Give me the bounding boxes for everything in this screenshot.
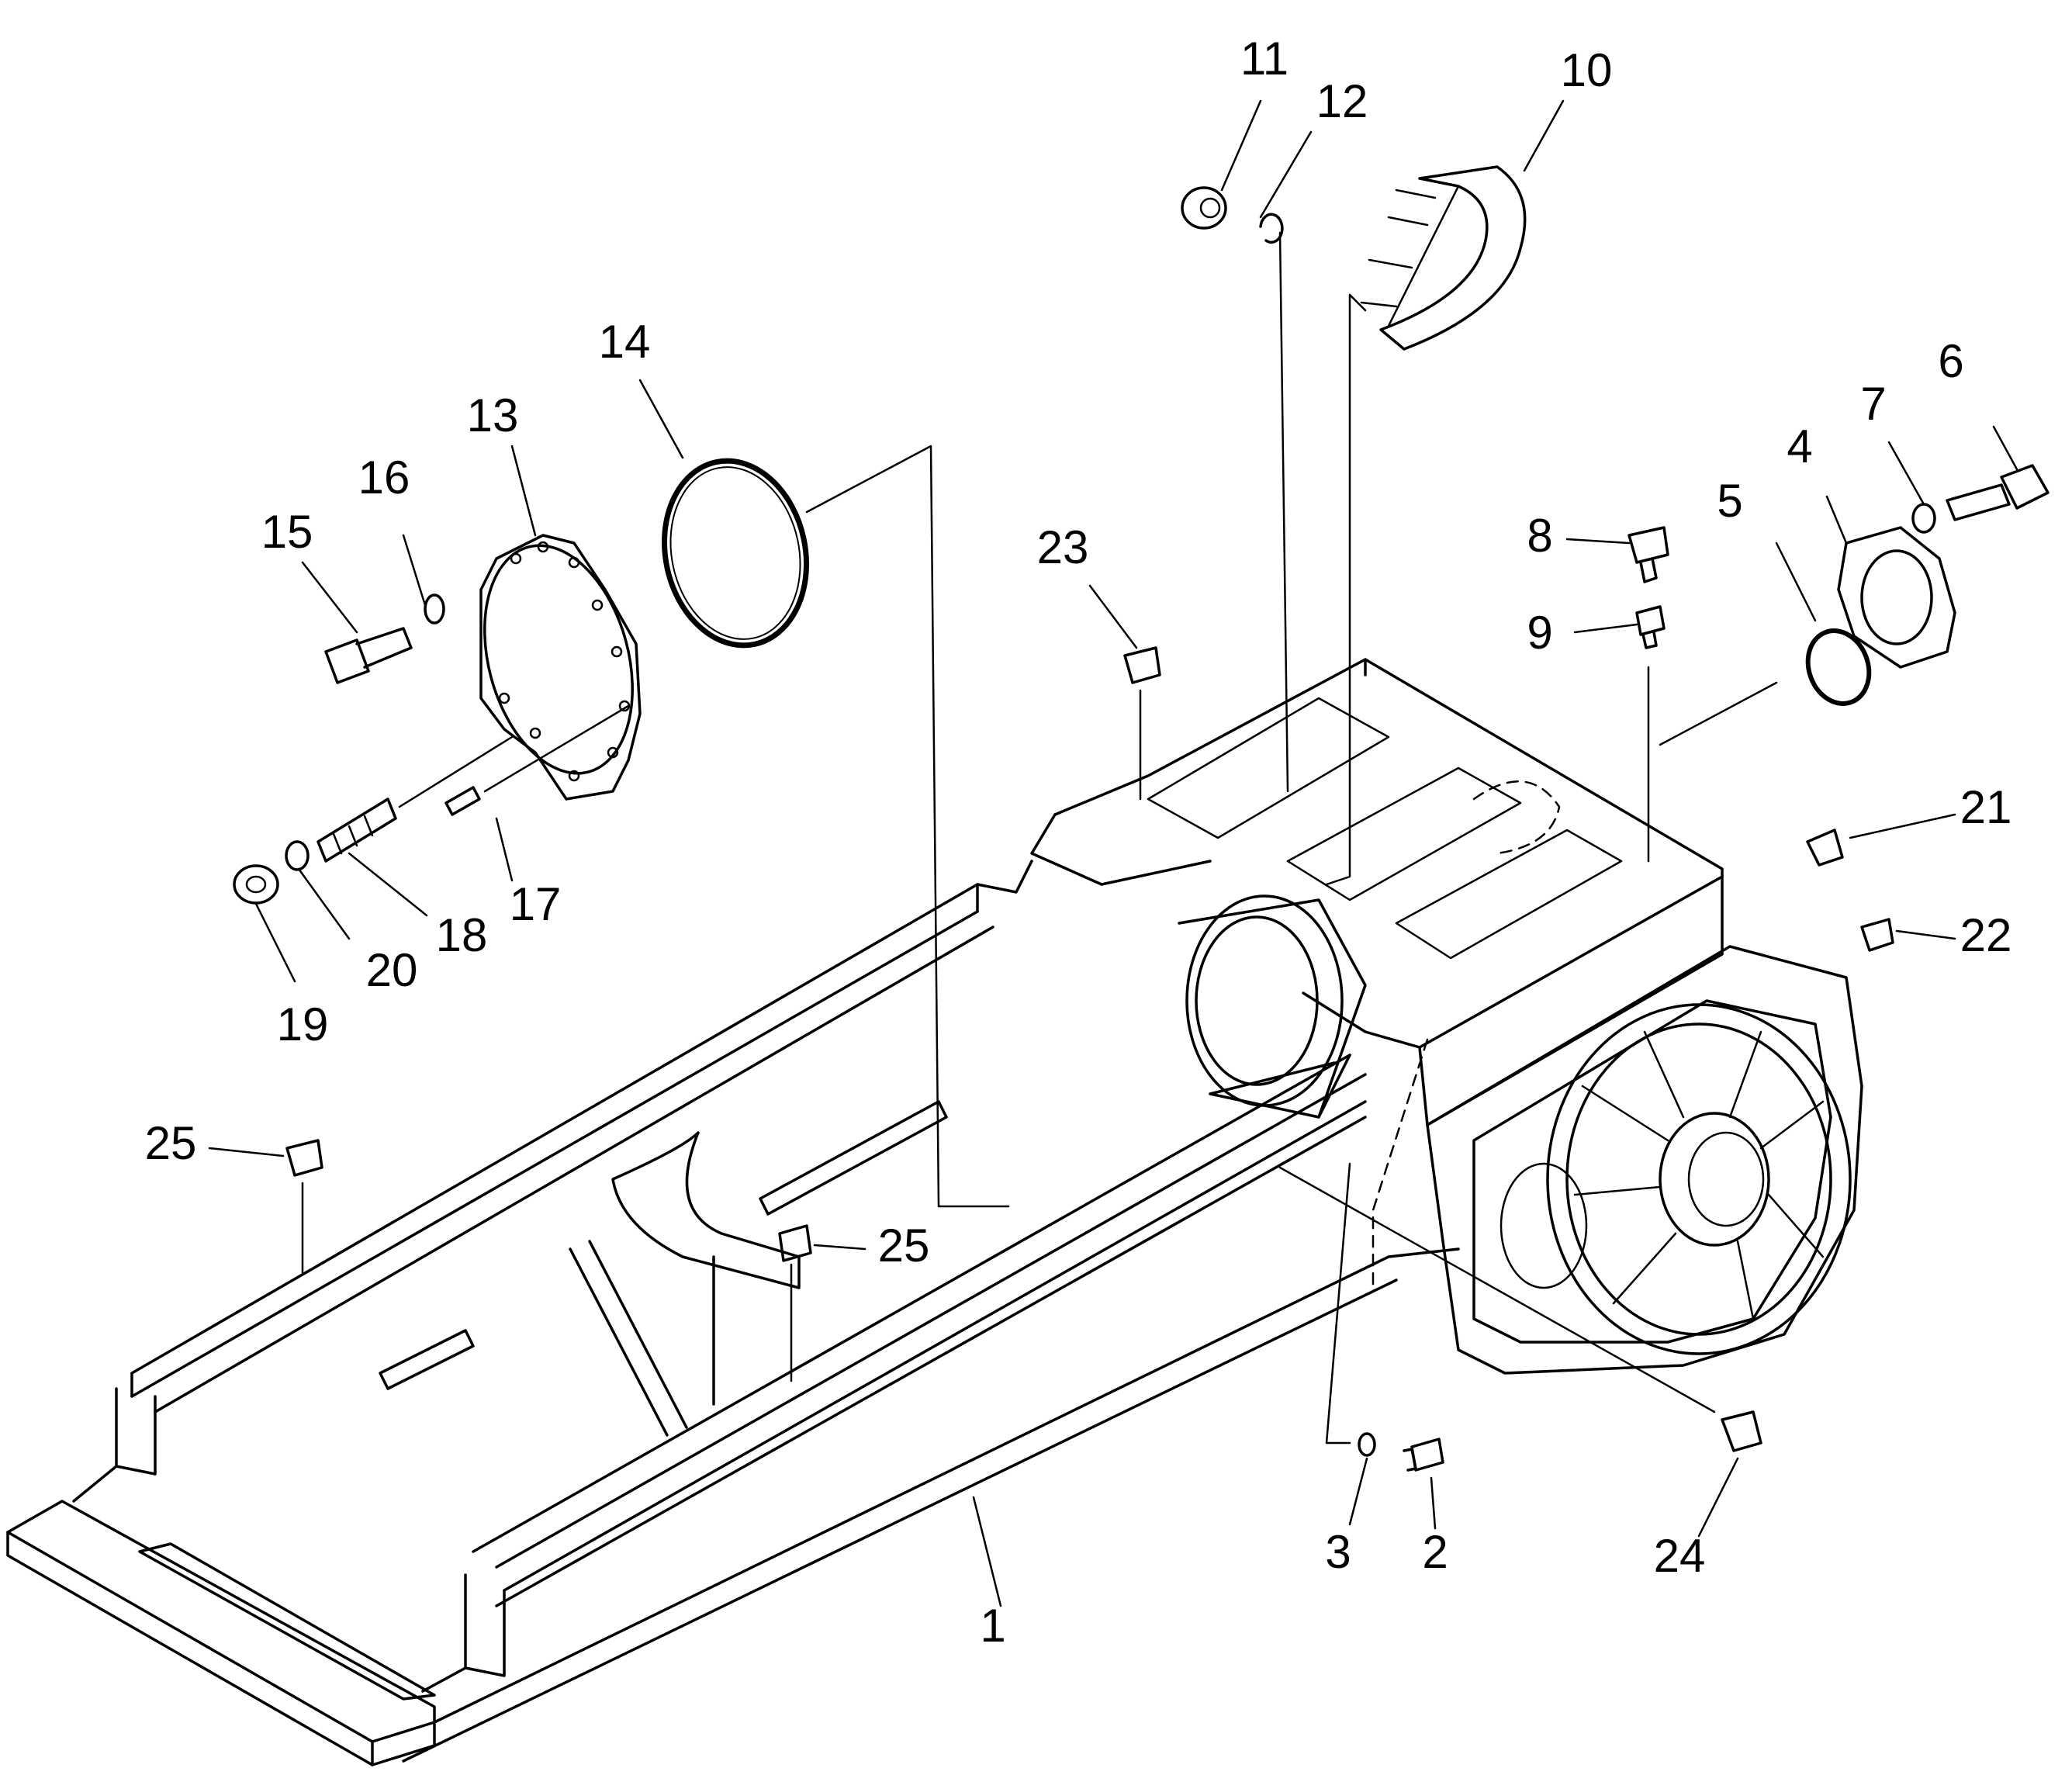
cover-plate (479, 534, 642, 801)
callout-8: 8 (1527, 510, 1552, 562)
callout-9: 9 (1527, 607, 1552, 659)
bolt-6 (1946, 464, 2050, 521)
o-ring-large (661, 458, 810, 649)
snap-ring-12 (1259, 213, 1284, 244)
callout-25-left: 25 (145, 1117, 197, 1169)
plug-25-center (778, 1224, 812, 1262)
callout-17: 17 (510, 878, 562, 930)
pin-17 (444, 786, 481, 816)
leader-3-axis (1325, 1162, 1351, 1445)
callout-15: 15 (261, 506, 313, 558)
plug-2 (1403, 1438, 1444, 1472)
callout-6: 6 (1938, 335, 1963, 387)
callout-10: 10 (1561, 44, 1613, 96)
callout-7: 7 (1860, 378, 1886, 430)
o-ring-3 (1358, 1432, 1376, 1457)
callout-labels: 1 2 3 4 5 6 7 8 9 10 11 12 13 14 15 16 1… (145, 33, 2012, 1652)
callout-24: 24 (1654, 1530, 1706, 1582)
callout-14: 14 (599, 316, 651, 368)
flywheel-housing (1426, 945, 1863, 1375)
leader-lines (208, 99, 2018, 1607)
main-frame (6, 860, 1460, 1766)
nut-19 (233, 864, 279, 905)
plug-22 (1860, 918, 1894, 952)
plug-24 (1721, 1410, 1762, 1452)
callout-23: 23 (1037, 521, 1089, 573)
callout-5: 5 (1717, 475, 1742, 527)
leader-12-axis (1278, 231, 1289, 793)
callout-25-center: 25 (878, 1220, 930, 1272)
washer-20 (285, 840, 310, 871)
segment-cover (1360, 165, 1527, 351)
o-ring-5 (1805, 628, 1872, 706)
bolt-15 (324, 627, 413, 684)
callout-3: 3 (1325, 1526, 1351, 1578)
callout-12: 12 (1316, 75, 1368, 127)
washer-16 (424, 593, 445, 625)
transmission-case (1030, 658, 1724, 1289)
leader-24-axis (1278, 1166, 1716, 1413)
breather-8 (1628, 526, 1669, 583)
plug-9 (1635, 605, 1666, 649)
callout-4: 4 (1787, 420, 1812, 472)
callout-13: 13 (467, 389, 519, 441)
leader-17-axis (483, 704, 630, 793)
washer-7 (1911, 503, 1936, 534)
stud-18 (317, 798, 397, 863)
callout-18: 18 (436, 909, 488, 961)
callout-16: 16 (358, 452, 410, 503)
leader-10-axis (1325, 293, 1367, 886)
leader-18-axis (398, 735, 514, 808)
plug-21 (1806, 829, 1844, 867)
plug-23 (1123, 646, 1161, 684)
leader-14-axis (805, 445, 1010, 1208)
callout-21: 21 (1960, 781, 2012, 833)
plug-25-left (285, 1139, 323, 1177)
callout-11: 11 (1240, 33, 1289, 85)
callout-22: 22 (1960, 909, 2012, 961)
leader-5-axis (1659, 681, 1778, 746)
callout-1: 1 (980, 1600, 1005, 1652)
flange-4 (1837, 526, 1956, 669)
nut-11 (1181, 186, 1227, 230)
callout-20: 20 (366, 944, 418, 996)
callout-19: 19 (277, 998, 329, 1050)
callout-2: 2 (1422, 1526, 1448, 1578)
